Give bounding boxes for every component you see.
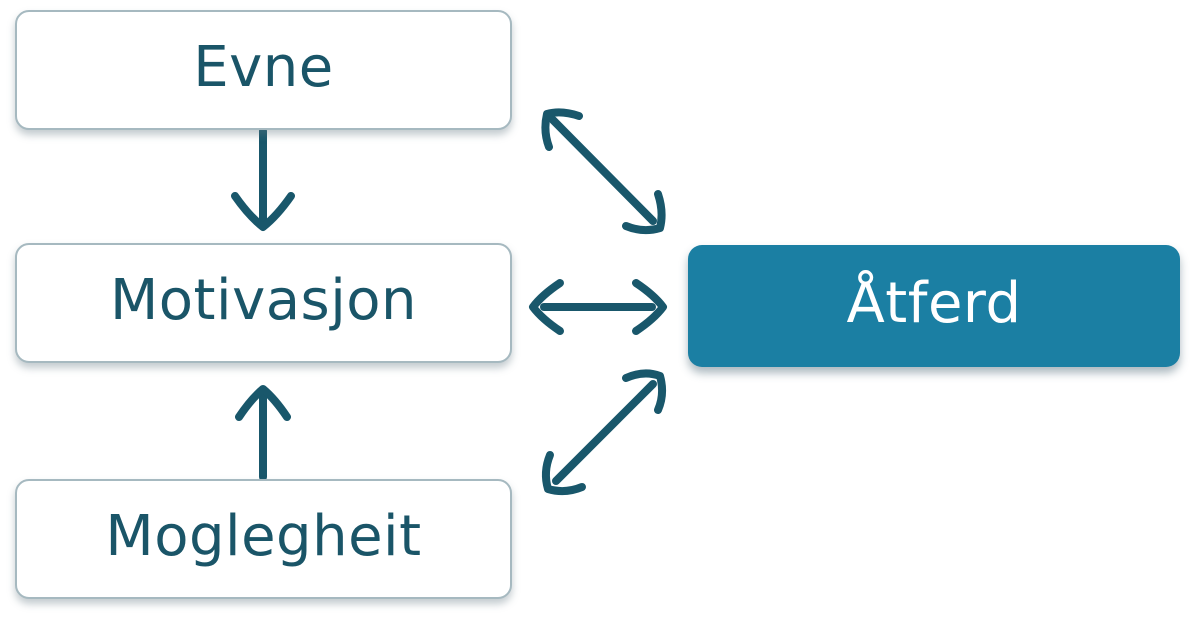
node-moglegheit: Moglegheit <box>15 479 512 599</box>
arrow-evne-atferd-twoway-icon <box>541 108 666 235</box>
arrow-evne-to-motivasjon-icon <box>231 127 295 231</box>
arrow-motivasjon-atferd-twoway-icon <box>529 279 667 335</box>
node-evne-label: Evne <box>193 35 334 100</box>
node-moglegheit-label: Moglegheit <box>105 504 422 569</box>
arrow-moglegheit-to-motivasjon-icon <box>235 385 291 481</box>
node-motivasjon-label: Motivasjon <box>109 268 418 333</box>
node-motivasjon: Motivasjon <box>15 243 512 363</box>
node-atferd: Åtferd <box>688 245 1180 367</box>
node-evne: Evne <box>15 10 512 130</box>
arrow-moglegheit-atferd-twoway-icon <box>541 369 667 496</box>
node-atferd-label: Åtferd <box>846 271 1022 336</box>
